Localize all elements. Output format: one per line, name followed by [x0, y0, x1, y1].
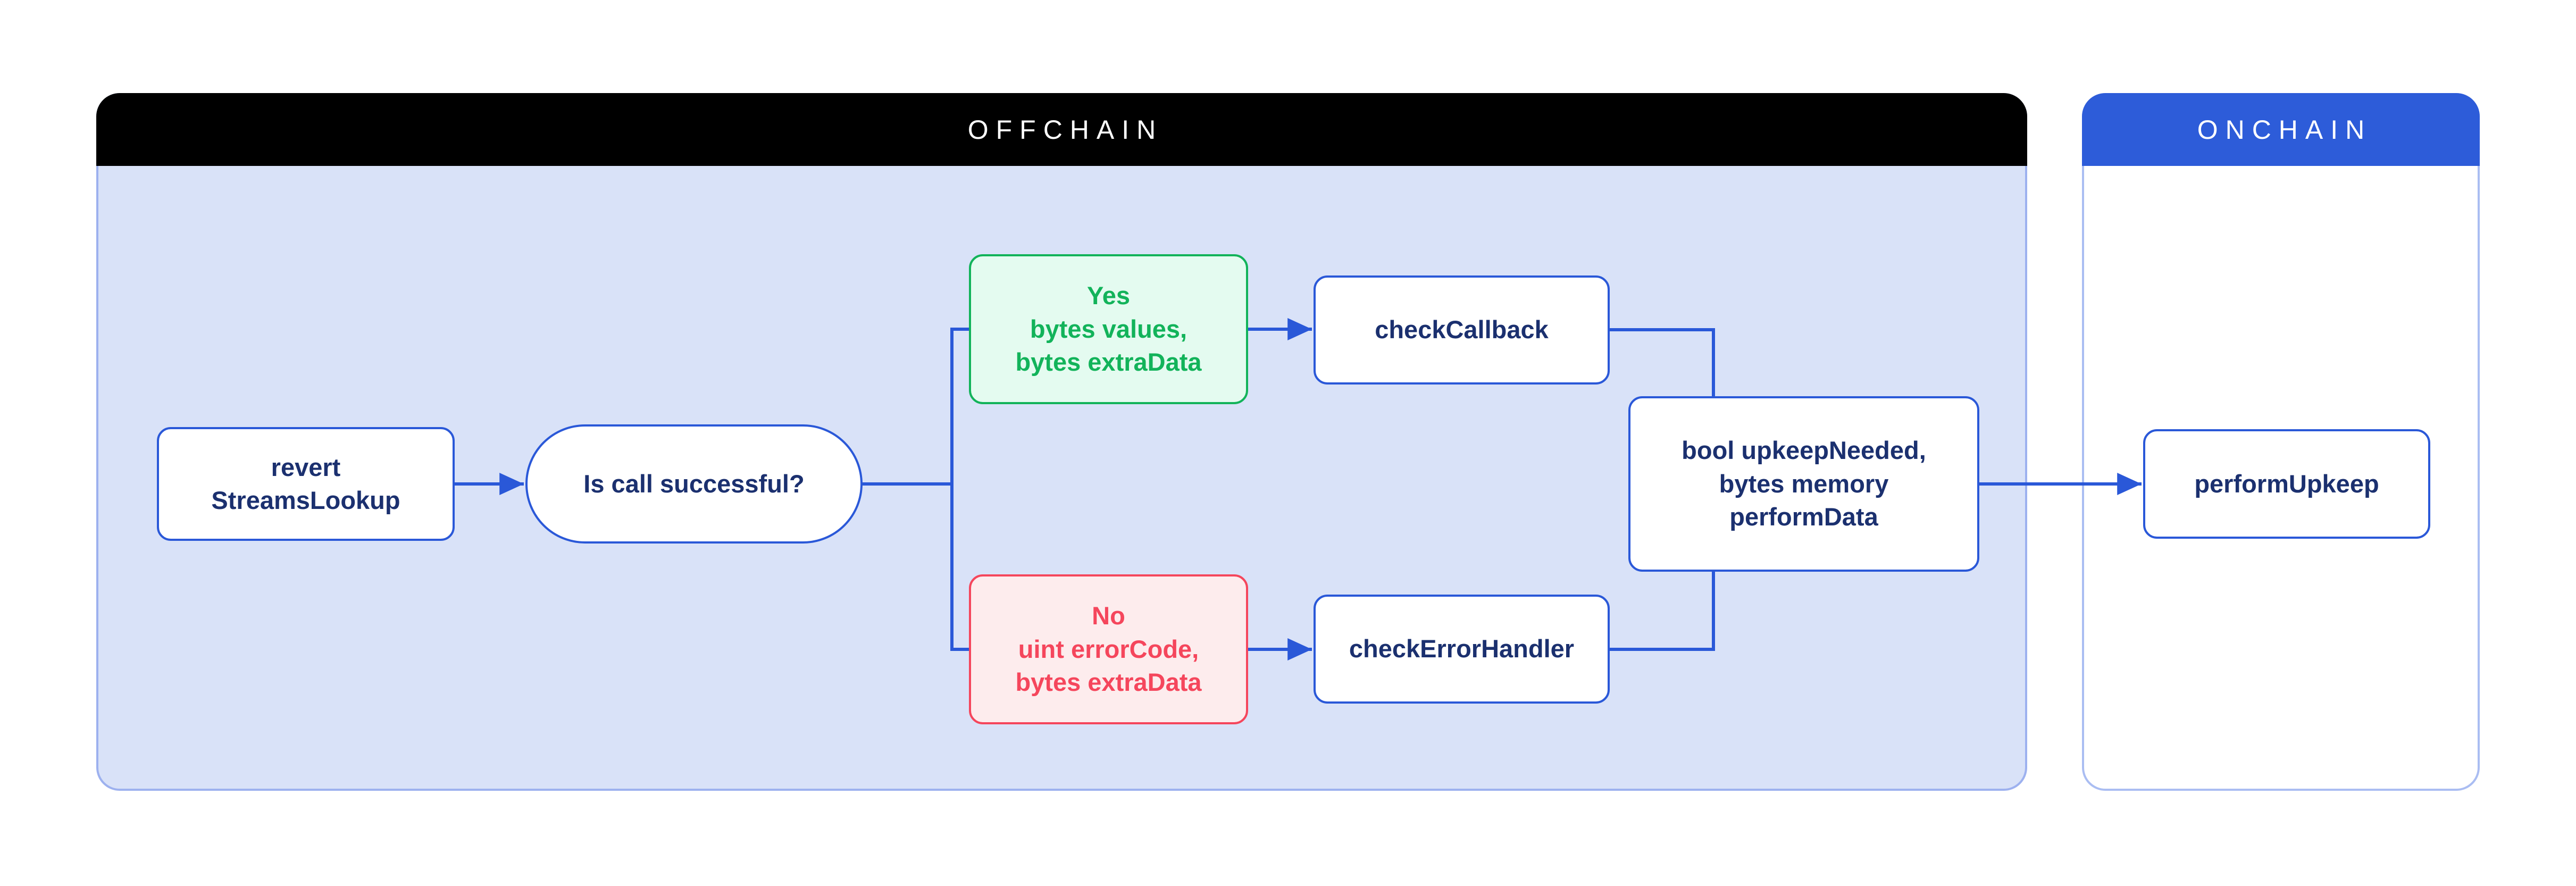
onchain-title: ONCHAIN [2197, 114, 2372, 145]
node-yes-branch: Yes bytes values, bytes extraData [969, 254, 1248, 404]
offchain-title: OFFCHAIN [967, 114, 1164, 145]
node-label-line: performUpkeep [2194, 469, 2379, 498]
node-label-line: checkCallback [1375, 315, 1549, 344]
node-check-callback: checkCallback [1314, 275, 1610, 385]
node-label-line: bytes memory [1719, 469, 1889, 498]
offchain-header: OFFCHAIN [96, 93, 2027, 166]
node-label-line: Is call successful? [583, 469, 805, 498]
node-label-line: bool upkeepNeeded, [1682, 436, 1926, 465]
node-label-line: Yes [1086, 281, 1131, 310]
node-upkeep-needed: bool upkeepNeeded, bytes memory performD… [1628, 396, 1979, 572]
node-label-line: uint errorCode, [1018, 634, 1199, 663]
node-label-line: No [1092, 601, 1125, 630]
node-label-line: StreamsLookup [211, 486, 400, 514]
node-check-error-handler: checkErrorHandler [1314, 595, 1610, 704]
node-revert-streamslookup: revert StreamsLookup [157, 427, 455, 541]
node-no-branch: No uint errorCode, bytes extraData [969, 574, 1248, 724]
node-label-line: revert [271, 453, 341, 481]
node-label-line: bytes extraData [1015, 668, 1202, 697]
node-label-line: performData [1729, 503, 1878, 531]
node-label-line: bytes values, [1030, 314, 1187, 343]
node-is-call-successful: Is call successful? [525, 424, 863, 544]
onchain-header: ONCHAIN [2082, 93, 2480, 166]
node-label-line: bytes extraData [1015, 348, 1202, 377]
node-label-line: checkErrorHandler [1349, 634, 1575, 663]
node-perform-upkeep: performUpkeep [2143, 429, 2430, 539]
